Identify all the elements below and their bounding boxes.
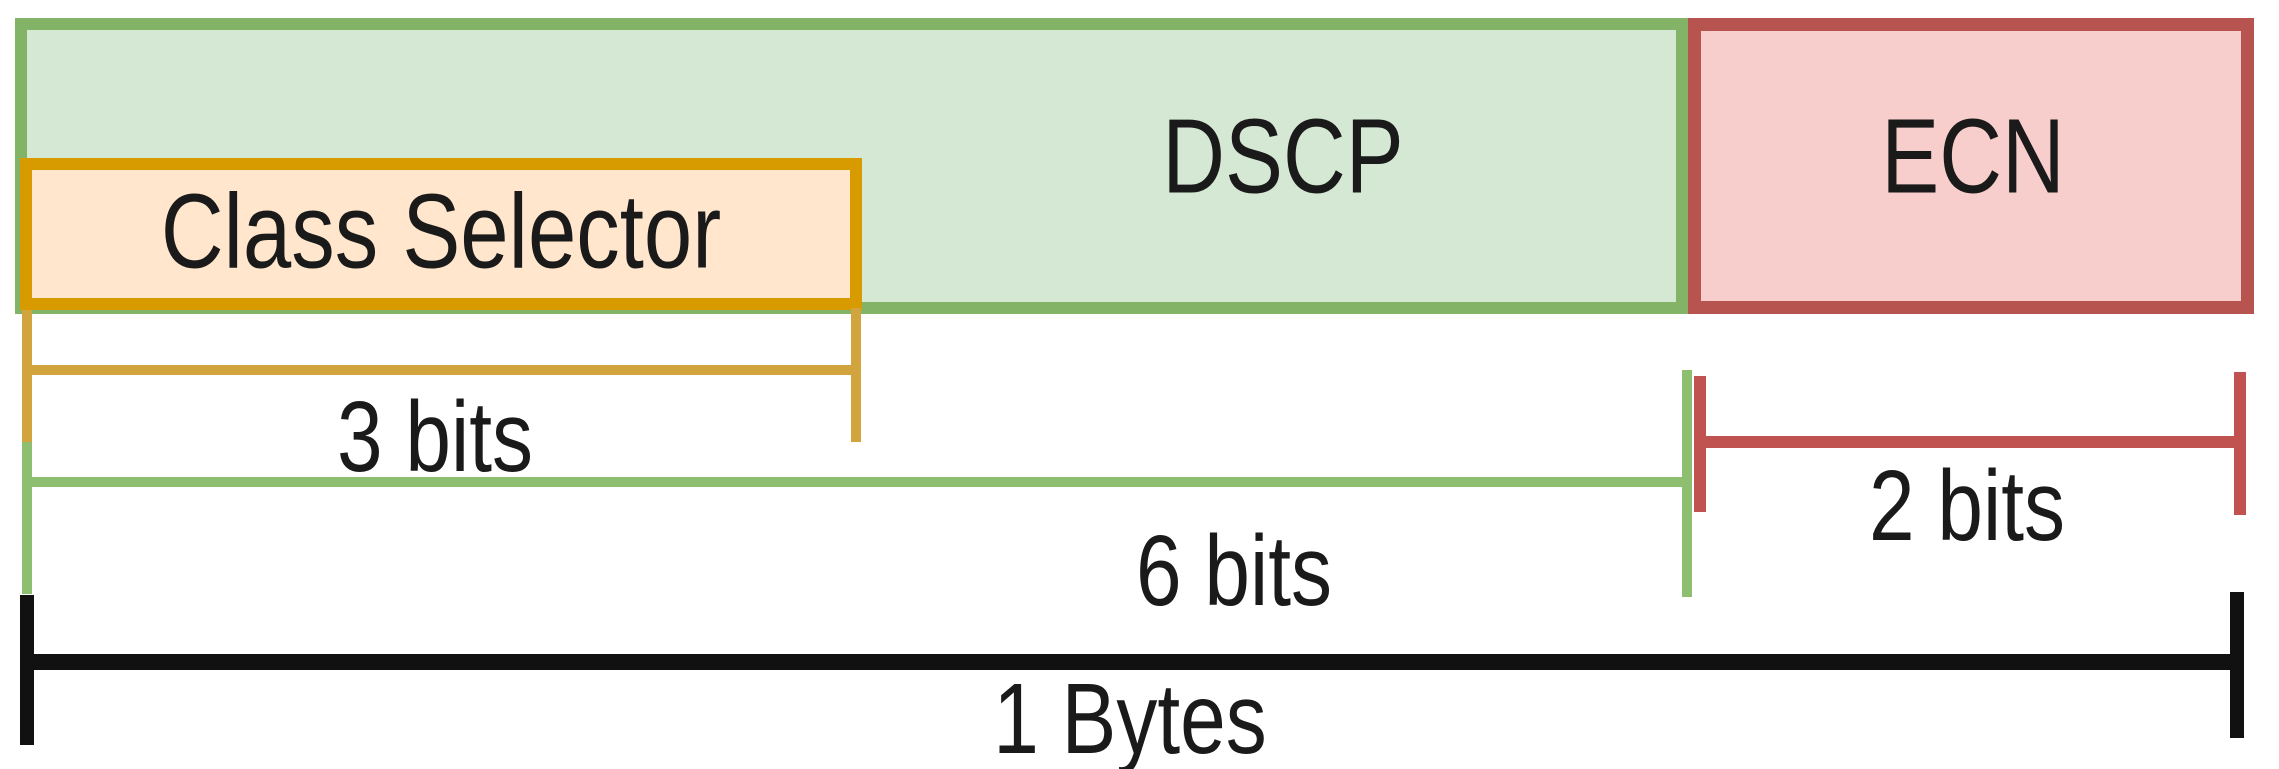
dscp-bracket-line: [27, 477, 1687, 487]
total-bytes-bracket-right-tick: [2230, 592, 2244, 738]
dscp-bracket-right-tick: [1682, 370, 1692, 597]
class-selector-label: Class Selector: [160, 172, 722, 291]
ecn-bracket-line: [1698, 436, 2243, 448]
total-bytes-bracket-left-tick: [20, 595, 34, 745]
ecn-bits-label: 2 bits: [1869, 450, 2065, 562]
class-selector-bracket-right-tick: [851, 308, 861, 442]
ecn-bracket-right-tick: [2234, 372, 2246, 515]
class-selector-field-box: [20, 158, 862, 310]
total-bytes-label: 1 Bytes: [993, 663, 1267, 769]
total-bytes-bracket-line: [27, 654, 2240, 670]
class-selector-bracket-line: [27, 365, 858, 375]
ecn-bracket-left-tick: [1694, 376, 1706, 512]
dscp-bracket-left-tick: [22, 442, 32, 594]
class-selector-bits-label: 3 bits: [337, 381, 533, 493]
dscp-bits-label: 6 bits: [1136, 515, 1332, 627]
class-selector-bracket-left-tick: [22, 310, 32, 442]
dscp-label: DSCP: [1162, 97, 1404, 216]
ecn-field-box: [1688, 18, 2254, 314]
ecn-label: ECN: [1881, 97, 2065, 216]
